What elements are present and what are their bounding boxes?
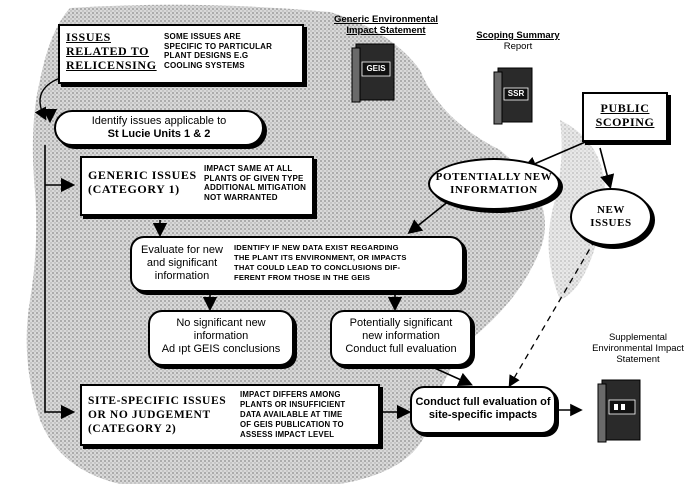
site-specific-note: IMPACT DIFFERS AMONG PLANTS OR INSUFFICI…	[240, 390, 376, 440]
site-specific-note-line-4: OF GEIS PUBLICATION TO	[240, 420, 344, 429]
issues-related-box: ISSUES RELATED TO RELICENSING SOME ISSUE…	[58, 24, 304, 84]
conduct-full-line-2: site-specific impacts	[428, 409, 538, 421]
site-specific-note-line-3: DATA AVAILABLE AT TIME	[240, 410, 343, 419]
potentially-significant-to-conduct	[429, 365, 473, 386]
generic-note-line-1: IMPACT SAME AT ALL	[204, 164, 293, 173]
evaluate-note-line-2: THE PLANT ITS ENVIRONMENT, OR IMPACTS	[234, 253, 407, 262]
evaluate-box: Evaluate for new and significant informa…	[130, 236, 464, 292]
public-scoping-line-1: PUBLIC	[600, 101, 650, 115]
site-specific-box: SITE-SPECIFIC ISSUES OR NO JUDGEMENT (CA…	[80, 384, 380, 446]
issues-to-identify	[34, 77, 61, 121]
site-specific-note-line-1: IMPACT DIFFERS AMONG	[240, 390, 341, 399]
seis-caption: Supplemental Environmental Impact Statem…	[586, 332, 690, 365]
issues-related-title: ISSUES RELATED TO RELICENSING	[66, 30, 157, 72]
no-significant-line-3: Ad ıpt GEIS conclusions	[161, 343, 281, 355]
evaluate-note-line-4: FERENT FROM THOSE IN THE GEIS	[234, 273, 371, 282]
site-specific-title-line-3: (CATEGORY 2)	[88, 423, 177, 435]
potentially-significant-line-3: Conduct full evaluation	[345, 343, 457, 355]
generic-title-line-2: (CATEGORY 1)	[88, 182, 180, 196]
scoping-to-new-issues	[599, 147, 615, 190]
issues-note-line-3: PLANT DESIGNS E.G	[164, 51, 249, 60]
ssr-book-label: SSR	[507, 89, 525, 98]
geis-book-label: GEIS	[366, 64, 386, 73]
evaluate-note-line-3: THAT COULD LEAD TO CONCLUSIONS DIF-	[234, 263, 401, 272]
new-issues-line-2: ISSUES	[590, 217, 632, 229]
generic-issues-title: GENERIC ISSUES (CATEGORY 1)	[88, 168, 198, 196]
generic-note-line-3: ADDITIONAL MITIGATION	[204, 183, 307, 192]
geis-caption-line-1: Generic Environmental	[333, 14, 438, 25]
seis-book-icon	[596, 378, 644, 444]
evaluate-note-line-1: IDENTIFY IF NEW DATA EXIST REGARDING	[234, 243, 399, 252]
generic-title-line-1: GENERIC ISSUES	[88, 168, 197, 182]
no-significant-line-1: No significant new	[176, 317, 266, 329]
issues-title-line-1: ISSUES	[66, 30, 111, 44]
ssr-caption-line-1: Scoping Summary	[476, 30, 560, 41]
geis-caption-line-2: Impact Statement	[346, 25, 426, 36]
seis-caption-line-3: Statement	[616, 354, 660, 365]
issues-note-line-2: SPECIFIC TO PARTICULAR	[164, 41, 273, 51]
site-specific-note-line-2: PLANTS OR INSUFFICIENT	[240, 400, 346, 409]
ssr-caption-line-2: Report	[503, 41, 533, 52]
issues-note-line-4: COOLING SYSTEMS	[164, 60, 245, 70]
generic-note-line-2: PLANTS OF GIVEN TYPE	[204, 173, 304, 183]
public-scoping-title: PUBLIC SCOPING	[584, 101, 666, 129]
potentially-new-line-2: INFORMATION	[450, 184, 538, 196]
evaluate-line-3: information	[154, 270, 210, 282]
potentially-new-line-1: POTENTIALLY NEW	[435, 171, 553, 183]
generic-note-line-4: NOT WARRANTED	[204, 192, 278, 202]
evaluate-note: IDENTIFY IF NEW DATA EXIST REGARDING THE…	[234, 243, 458, 283]
issues-related-note: SOME ISSUES ARE SPECIFIC TO PARTICULAR P…	[164, 32, 300, 70]
seis-caption-line-1: Supplemental	[608, 332, 668, 343]
seis-caption-line-2: Environmental Impact	[592, 343, 684, 354]
left-trunk-line	[44, 145, 76, 420]
new-issues-ellipse: NEW ISSUES	[570, 188, 652, 246]
public-scoping-line-2: SCOPING	[595, 115, 655, 129]
evaluate-line-1: Evaluate for new	[141, 244, 223, 256]
geis-book-icon: GEIS	[350, 42, 398, 104]
potentially-new-information-ellipse: POTENTIALLY NEW INFORMATION	[428, 158, 560, 210]
site-specific-title: SITE-SPECIFIC ISSUES OR NO JUDGEMENT (CA…	[88, 394, 228, 436]
site-specific-title-line-2: OR NO JUDGEMENT	[88, 409, 211, 421]
generic-issues-note: IMPACT SAME AT ALL PLANTS OF GIVEN TYPE …	[204, 164, 312, 202]
no-significant-box: No significant new information Ad ıpt GE…	[148, 310, 294, 366]
no-significant-line-2: information	[193, 330, 249, 342]
potentially-significant-line-2: new information	[362, 330, 440, 342]
public-scoping-box: PUBLIC SCOPING	[582, 92, 668, 142]
site-specific-title-line-1: SITE-SPECIFIC ISSUES	[88, 395, 227, 407]
geis-caption: Generic Environmental Impact Statement	[316, 14, 456, 36]
conduct-full-evaluation-box: Conduct full evaluation of site-specific…	[410, 386, 556, 434]
ssr-book-icon: SSR	[492, 66, 536, 126]
evaluate-line-2: and significant	[146, 257, 218, 269]
identify-line-2: St Lucie Units 1 & 2	[107, 128, 211, 140]
new-issues-line-1: NEW	[596, 204, 626, 216]
site-specific-note-line-5: ASSESS IMPACT LEVEL	[240, 430, 335, 439]
identify-line-1: Identify issues applicable to	[91, 115, 227, 127]
ssr-caption: Scoping Summary Report	[470, 30, 566, 52]
generic-issues-box: GENERIC ISSUES (CATEGORY 1) IMPACT SAME …	[80, 156, 314, 216]
conduct-full-line-1: Conduct full evaluation of	[415, 396, 551, 408]
identify-issues-box: Identify issues applicable to St Lucie U…	[54, 110, 264, 146]
potentially-significant-box: Potentially significant new information …	[330, 310, 472, 366]
issues-note-line-1: SOME ISSUES ARE	[164, 32, 241, 41]
evaluate-label: Evaluate for new and significant informa…	[136, 244, 228, 283]
potentially-significant-line-1: Potentially significant	[349, 317, 453, 329]
issues-title-line-3: RELICENSING	[66, 58, 157, 72]
potentially-new-to-evaluate	[407, 199, 451, 234]
issues-title-line-2: RELATED TO	[66, 44, 150, 58]
